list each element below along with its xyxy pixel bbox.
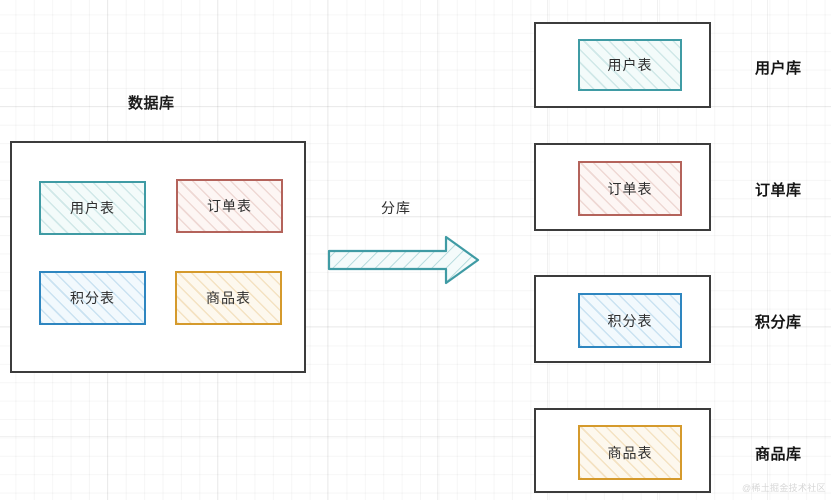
target-database-box-user: 用户表: [534, 22, 711, 108]
target-table-card-user[interactable]: 用户表: [578, 39, 682, 91]
target-database-label-product: 商品库: [755, 446, 802, 463]
target-database-box-order: 订单表: [534, 143, 711, 231]
target-table-card-product[interactable]: 商品表: [578, 425, 682, 480]
source-table-label-points: 积分表: [70, 290, 115, 306]
hatch-fill-orange: [177, 273, 280, 323]
source-table-card-points[interactable]: 积分表: [39, 271, 146, 325]
source-table-label-order: 订单表: [207, 198, 252, 214]
target-table-card-order[interactable]: 订单表: [578, 161, 682, 216]
source-table-label-product: 商品表: [206, 290, 251, 306]
target-database-label-points: 积分库: [755, 314, 802, 331]
hatch-fill-blue: [41, 273, 144, 323]
hatch-fill-red: [580, 163, 680, 214]
source-database-box: 用户表 订单表 积分表 商品表: [10, 141, 306, 373]
source-table-label-user: 用户表: [70, 200, 115, 216]
arrow-label-sharding: 分库: [381, 200, 411, 216]
hatch-fill-teal: [580, 41, 680, 89]
hatch-fill-teal: [41, 183, 144, 233]
target-table-label-user: 用户表: [607, 57, 653, 73]
target-database-label-user: 用户库: [755, 60, 802, 77]
target-table-label-product: 商品表: [607, 444, 653, 461]
watermark-text: @稀土掘金技术社区: [742, 483, 826, 493]
target-database-box-product: 商品表: [534, 408, 711, 493]
target-database-label-order: 订单库: [755, 182, 802, 199]
hatch-fill-red: [178, 181, 281, 231]
sharding-arrow-icon: [326, 232, 482, 290]
target-database-box-points: 积分表: [534, 275, 711, 363]
target-table-label-points: 积分表: [607, 312, 653, 329]
source-table-card-order[interactable]: 订单表: [176, 179, 283, 233]
hatch-fill-blue: [580, 295, 680, 346]
source-database-title: 数据库: [128, 95, 175, 112]
target-table-card-points[interactable]: 积分表: [578, 293, 682, 348]
hatch-fill-orange: [580, 427, 680, 478]
source-table-card-user[interactable]: 用户表: [39, 181, 146, 235]
source-table-card-product[interactable]: 商品表: [175, 271, 282, 325]
target-table-label-order: 订单表: [607, 180, 653, 197]
